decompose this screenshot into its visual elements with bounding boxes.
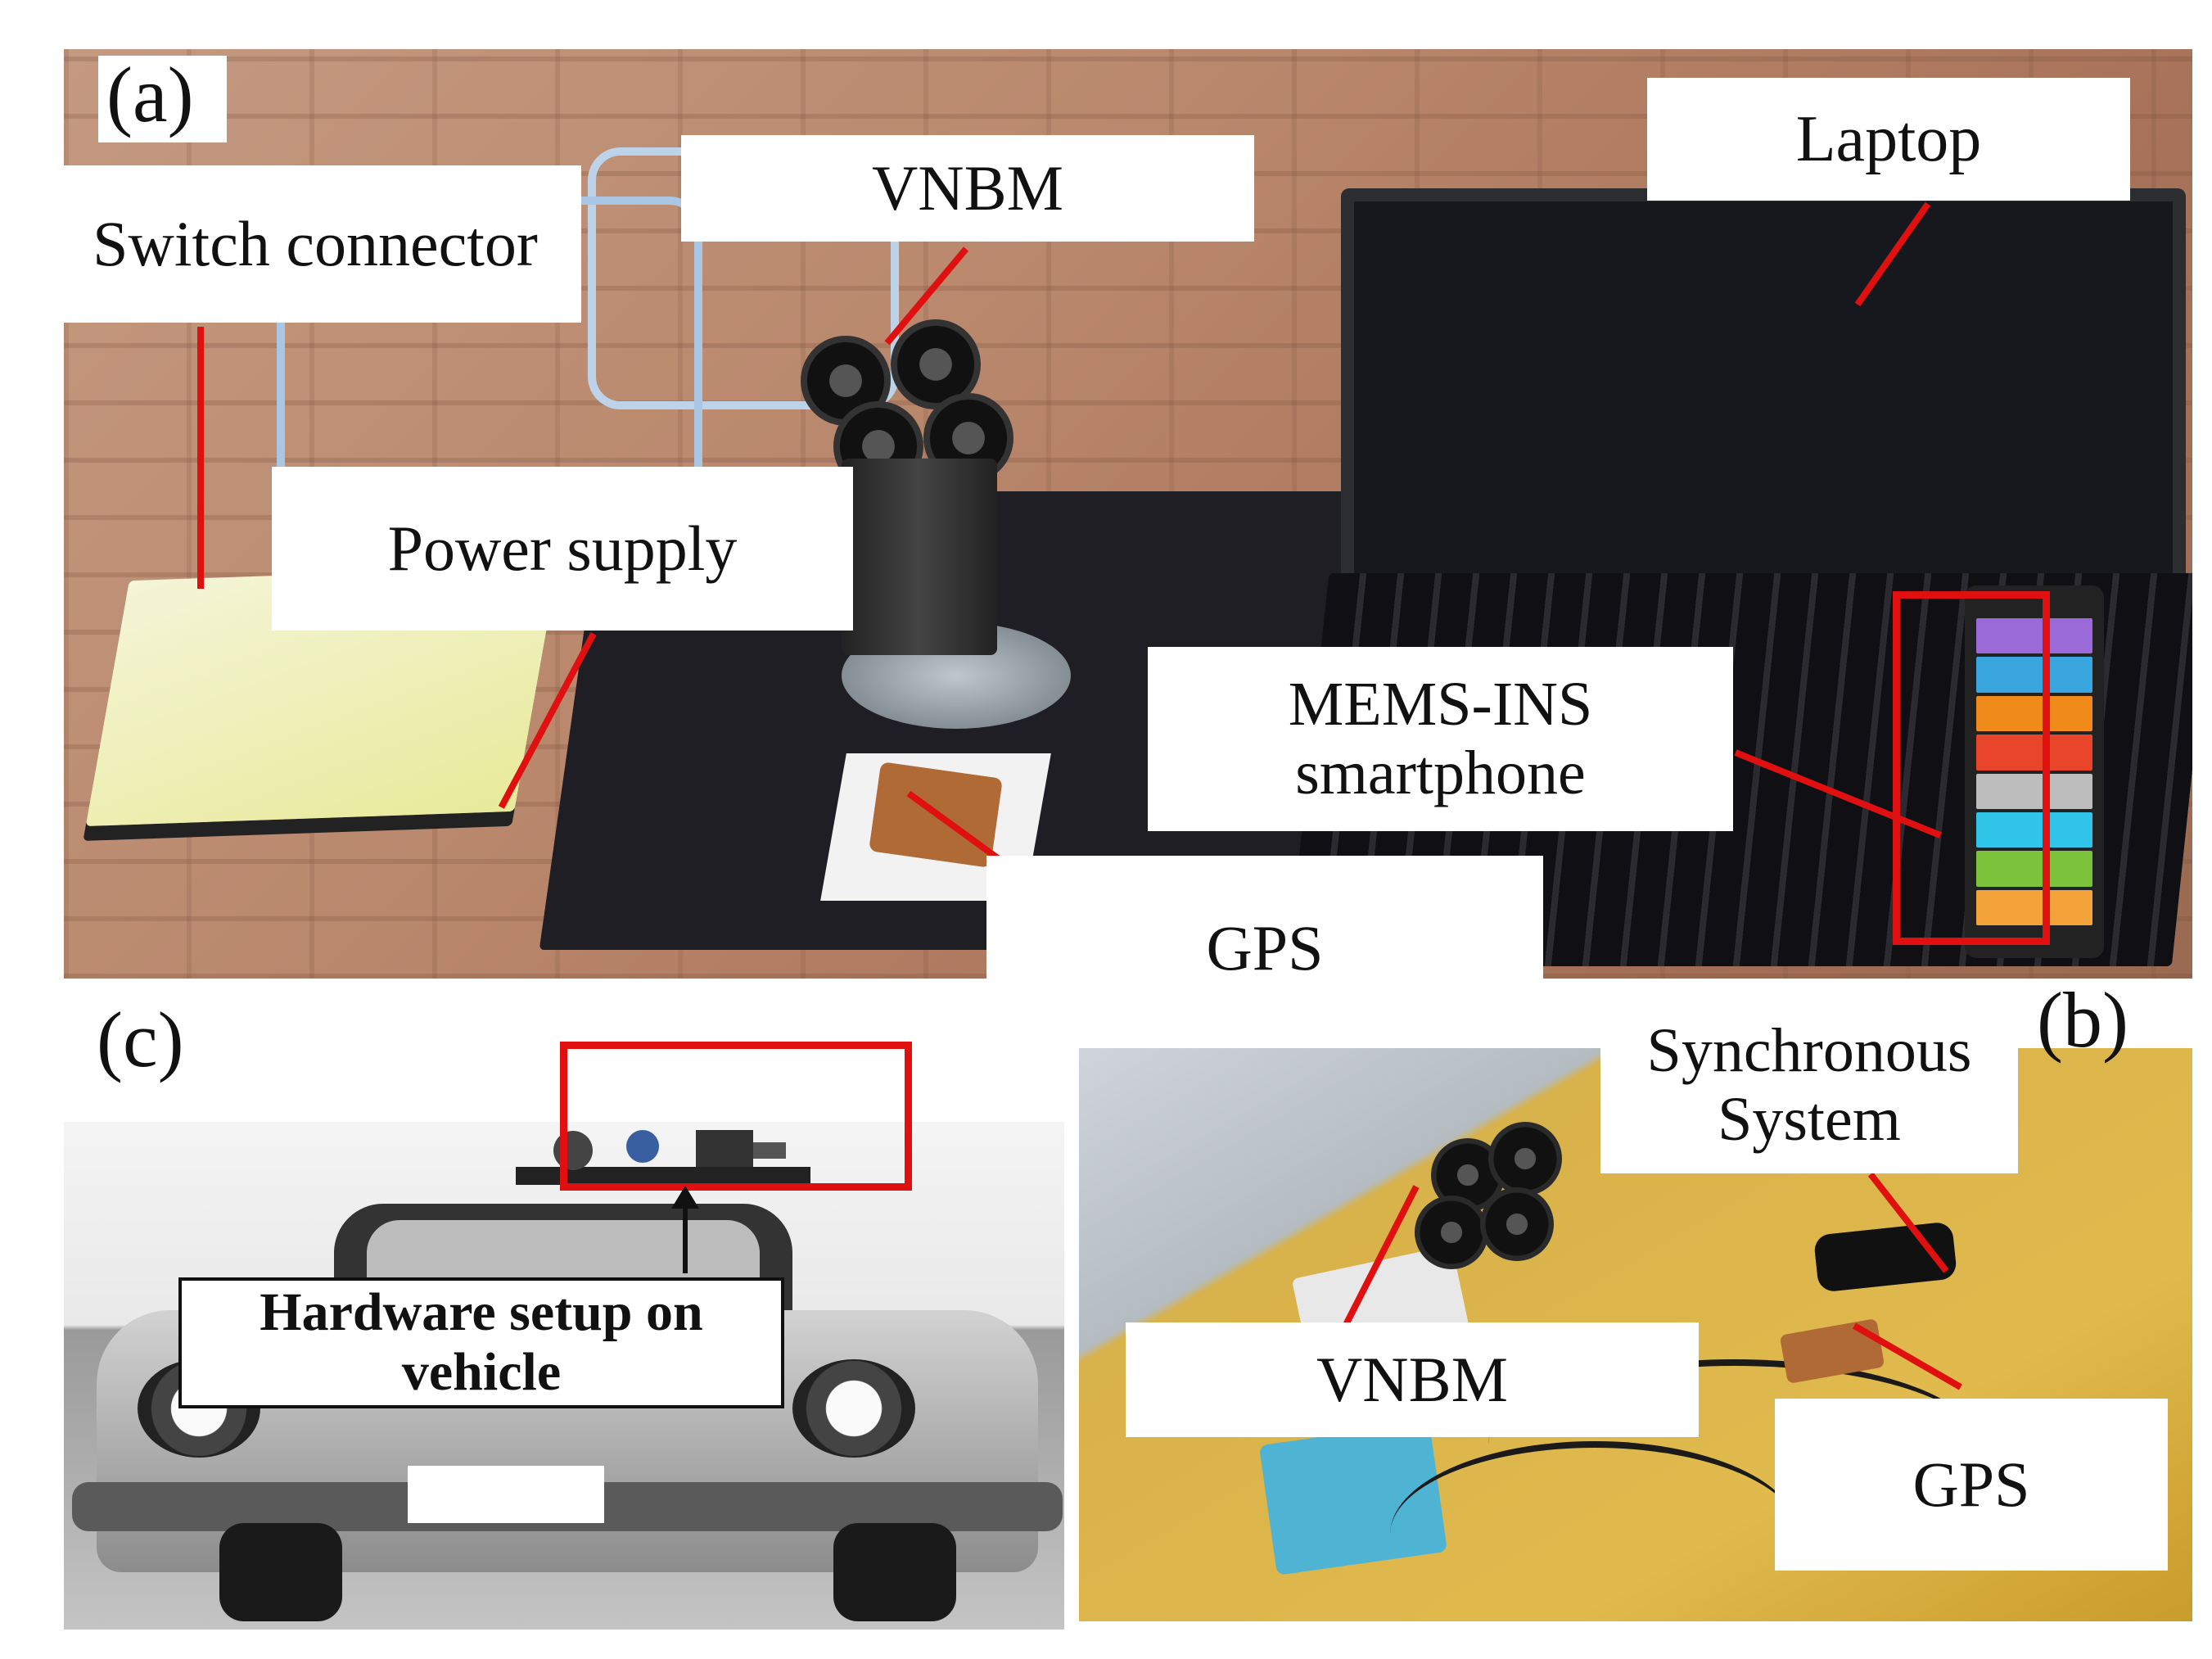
smartphone-highlight-box <box>1893 591 2050 945</box>
headlight <box>792 1359 915 1458</box>
laptop-screen <box>1341 188 2186 608</box>
label-mems-ins-smartphone: MEMS-INS smartphone <box>1148 647 1733 831</box>
panel-letter-b: (b) <box>2037 976 2128 1064</box>
camera-lens <box>1488 1122 1562 1196</box>
panel-letter-a: (a) <box>98 56 227 142</box>
wheel <box>833 1523 956 1621</box>
wheel <box>219 1523 342 1621</box>
label-vnbm-b: VNBM <box>1126 1322 1699 1437</box>
roof-hardware-icon <box>516 1130 810 1185</box>
vnbm-camera-rig <box>784 319 1030 680</box>
camera-body <box>842 459 997 655</box>
phone-screen-bar <box>1976 773 2092 809</box>
label-gps: GPS <box>986 856 1543 1040</box>
phone-screen-bar <box>1976 618 2092 654</box>
label-switch-connector: Switch connector <box>49 165 581 323</box>
camera-lens <box>1415 1196 1488 1269</box>
cable <box>1488 1359 1980 1530</box>
panel-letter-c: (c) <box>97 996 184 1083</box>
phone-screen-bar <box>1976 851 2092 887</box>
phone-screen-bar <box>1976 657 2092 693</box>
phone-screen-bar <box>1976 811 2092 848</box>
phone-screen-bar <box>1976 889 2092 925</box>
cable <box>1390 1441 1799 1621</box>
hardware-highlight-box <box>560 1042 912 1191</box>
license-plate <box>408 1466 604 1523</box>
label-gps-b: GPS <box>1775 1399 2168 1571</box>
phone-screen-bar <box>1976 735 2092 771</box>
phone-screen-bar <box>1976 695 2092 732</box>
label-synchronous-system: Synchronous System <box>1600 997 2018 1173</box>
label-laptop: Laptop <box>1647 78 2130 201</box>
label-power-supply: Power supply <box>272 467 853 631</box>
pointer-line-switch <box>197 327 204 589</box>
label-hardware-setup: Hardware setup on vehicle <box>178 1277 784 1408</box>
arrow-up-icon <box>683 1200 688 1273</box>
arrowhead-icon <box>671 1186 699 1209</box>
label-vnbm: VNBM <box>681 135 1254 242</box>
smartphone <box>1965 585 2104 958</box>
camera-lens <box>1480 1187 1554 1261</box>
